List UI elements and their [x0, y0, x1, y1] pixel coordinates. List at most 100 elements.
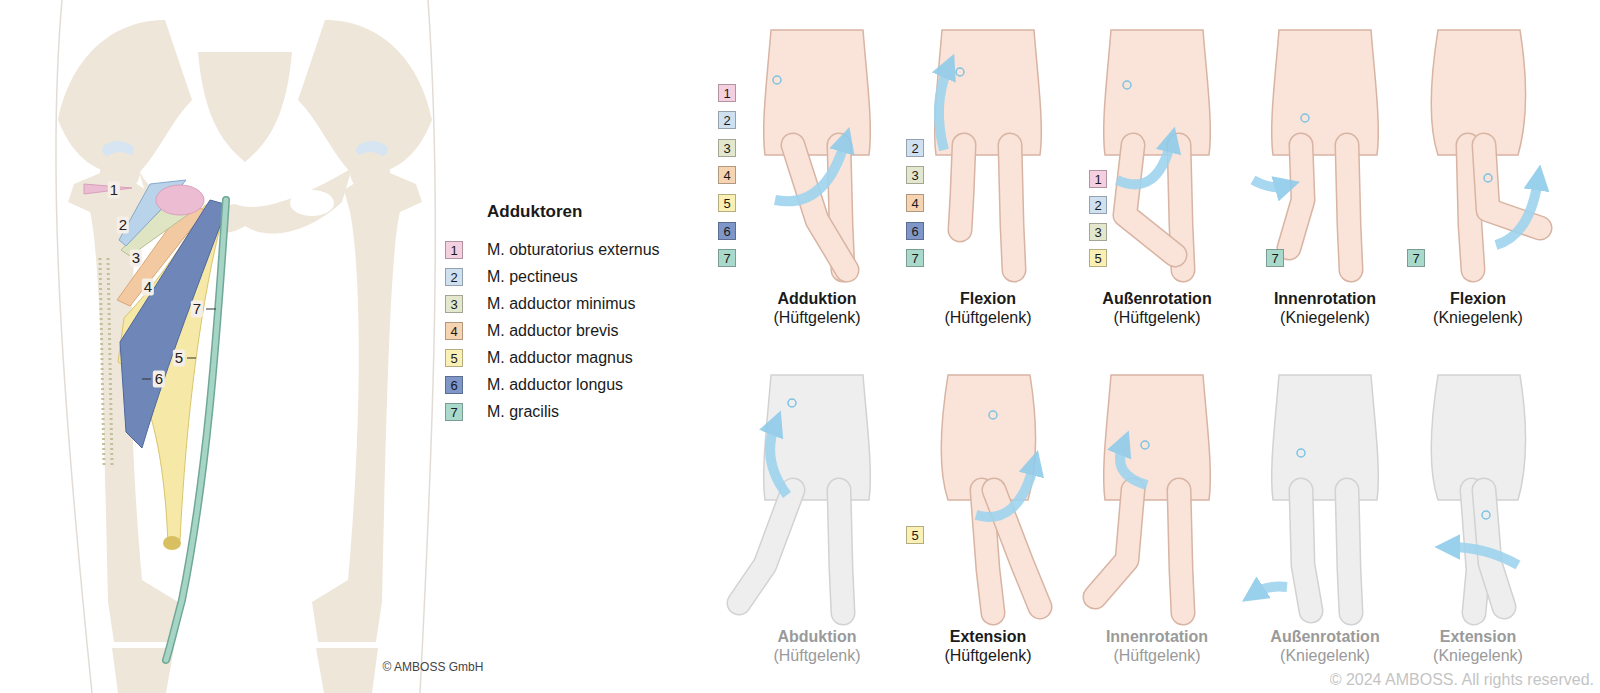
- movement-name: Extension: [950, 628, 1026, 646]
- legend-swatch: 1: [445, 241, 463, 259]
- callout-number: 5: [173, 349, 185, 366]
- figure-knee-external-rotation-part: [1301, 490, 1311, 611]
- figure-hip-abduction-part: [788, 399, 796, 407]
- figure-adduction-part: [764, 30, 871, 155]
- figure-knee-internal-rotation-part: [1253, 180, 1285, 187]
- legend-text: M. gracilis: [487, 403, 559, 421]
- figure-knee-external-rotation-part: [1297, 449, 1305, 457]
- figure-hip-abduction-part: [770, 425, 787, 495]
- figure-hip-internal-rotation-part: [1120, 445, 1147, 485]
- callout-number: 1: [108, 181, 120, 198]
- leader-line-part: [206, 309, 216, 310]
- figure-hip-external-rotation: [1104, 30, 1211, 270]
- figure-knee-extension-part: [1450, 547, 1518, 565]
- copyright: © AMBOSS GmbH: [383, 661, 484, 675]
- figure-hip-flexion-part: [956, 68, 964, 76]
- movement-name: Außenrotation: [1102, 290, 1211, 308]
- legend-text: M. obturatorius externus: [487, 241, 660, 259]
- muscles-part: [163, 536, 181, 550]
- figure-knee-external-rotation-part: [1347, 490, 1351, 613]
- figure-knee-external-rotation-part: [1301, 490, 1311, 611]
- muscles-part: [166, 200, 226, 660]
- figure-adduction-part: [775, 142, 845, 201]
- figure-knee-internal-rotation: [1253, 30, 1378, 270]
- callout-number: 2: [117, 216, 129, 233]
- muscle-number: 5: [1094, 252, 1101, 265]
- femur-part: [316, 648, 378, 693]
- figure-hip-abduction-part: [764, 375, 871, 500]
- muscle-number: 7: [1412, 252, 1419, 265]
- muscle-number: 4: [723, 169, 730, 182]
- legend-text: M. pectineus: [487, 268, 578, 286]
- movement-name: Innenrotation: [1106, 628, 1208, 646]
- pelvis-part: [298, 20, 432, 174]
- muscle-number: 7: [723, 252, 730, 265]
- leader-line-part: [142, 379, 151, 380]
- legend-swatch: 2: [445, 268, 463, 286]
- joint-name: (Hüftgelenk): [944, 647, 1031, 665]
- figure-hip-internal-rotation-part: [1095, 490, 1133, 597]
- muscles-part: [166, 200, 226, 660]
- movement-name: Adduktion: [777, 290, 856, 308]
- muscle-number: 5: [723, 197, 730, 210]
- muscle-number-box: 6: [906, 222, 924, 240]
- figure-adduction: [764, 30, 871, 270]
- joint-name: (Hüftgelenk): [1113, 309, 1200, 327]
- figure-knee-internal-rotation-part: [1301, 114, 1309, 122]
- muscles-part: [156, 185, 204, 215]
- legend-text: M. adductor minimus: [487, 295, 636, 313]
- joint-name: (Kniegelenk): [1280, 309, 1370, 327]
- figure-adduction-part: [773, 76, 781, 84]
- muscle-number-box: 6: [718, 222, 736, 240]
- figure-hip-flexion: [935, 30, 1042, 270]
- movement-name: Außenrotation: [1270, 628, 1379, 646]
- figure-hip-abduction-part: [839, 490, 843, 613]
- muscle-number-box: 5: [718, 194, 736, 212]
- legend-text: M. adductor brevis: [487, 322, 619, 340]
- swatch-number: 3: [450, 298, 457, 311]
- watermark: © 2024 AMBOSS. All rights reserved.: [1330, 671, 1594, 689]
- muscle-number: 2: [1094, 199, 1101, 212]
- muscle-number-box: 1: [718, 84, 736, 102]
- muscle-number-box: 7: [1266, 249, 1284, 267]
- swatch-number: 5: [450, 352, 457, 365]
- figure-hip-internal-rotation-part: [1179, 490, 1183, 613]
- muscle-number: 1: [1094, 173, 1101, 186]
- figure-hip-extension-part: [989, 411, 997, 419]
- muscle-number-box: 2: [718, 111, 736, 129]
- muscle-number-box: 5: [906, 526, 924, 544]
- muscle-number: 3: [911, 169, 918, 182]
- figure-hip-extension: [941, 375, 1040, 613]
- muscle-number: 1: [723, 87, 730, 100]
- femur: [68, 152, 422, 693]
- figure-hip-external-rotation-part: [1104, 30, 1211, 155]
- muscles: [84, 180, 228, 660]
- muscle-number: 3: [723, 142, 730, 155]
- figure-hip-external-rotation-part: [1123, 81, 1131, 89]
- movement-name: Abduktion: [777, 628, 856, 646]
- movement-name: Extension: [1440, 628, 1516, 646]
- muscle-number: 2: [911, 142, 918, 155]
- figure-hip-internal-rotation-part: [1104, 375, 1211, 500]
- swatch-number: 6: [450, 379, 457, 392]
- swatch-number: 7: [450, 406, 457, 419]
- figure-knee-external-rotation-part: [1255, 587, 1287, 593]
- legend-swatch: 3: [445, 295, 463, 313]
- figure-hip-external-rotation-part: [1117, 142, 1171, 184]
- pelvis-part: [290, 190, 334, 216]
- joint-name: (Hüftgelenk): [1113, 647, 1200, 665]
- muscle-number-box: 2: [1089, 196, 1107, 214]
- muscle-number-box: 5: [1089, 249, 1107, 267]
- muscle-number: 2: [723, 114, 730, 127]
- movement-name: Innenrotation: [1274, 290, 1376, 308]
- figure-knee-external-rotation-part: [1347, 490, 1351, 613]
- figure-knee-extension: [1431, 375, 1526, 613]
- figure-hip-internal-rotation-part: [1095, 490, 1133, 597]
- figure-hip-abduction: [739, 375, 870, 613]
- figure-hip-abduction-part: [739, 490, 793, 603]
- body-outline: [56, 0, 435, 693]
- figure-hip-abduction-part: [839, 490, 843, 613]
- joint-name: (Hüftgelenk): [773, 647, 860, 665]
- figure-hip-extension-part: [976, 465, 1034, 517]
